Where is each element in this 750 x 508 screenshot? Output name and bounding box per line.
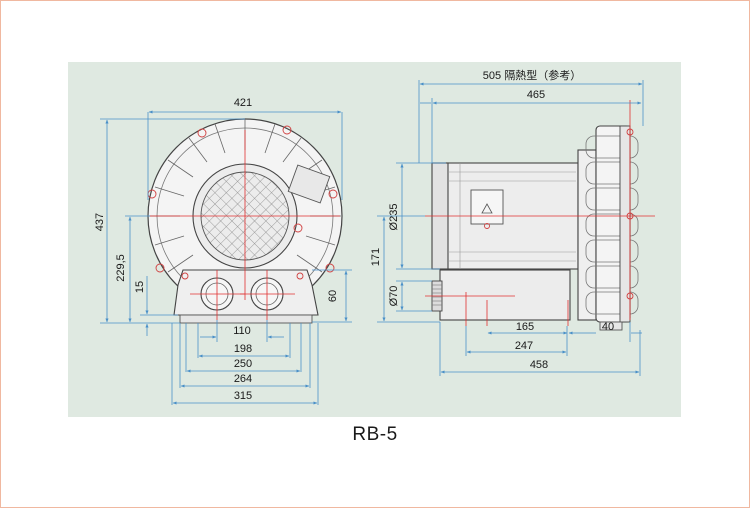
dim-40: 40: [602, 321, 614, 333]
center-lines: [150, 130, 340, 320]
dim-171: 171: [370, 248, 382, 266]
side-center-lines: [425, 100, 655, 326]
impeller-housing: [577, 149, 597, 321]
dim-dia-235: Ø235: [388, 204, 400, 231]
model-caption: RB-5: [352, 424, 398, 445]
front-dimension-lines: [100, 110, 352, 405]
warning-icon: [481, 203, 493, 214]
dim-250: 250: [234, 358, 252, 370]
base-plate: [179, 314, 313, 324]
dim-165: 165: [516, 321, 534, 333]
side-dimension-lines: [377, 80, 644, 376]
dim-505: 505 隔熱型（参考）: [483, 68, 581, 82]
dim-60: 60: [327, 290, 339, 302]
dim-247: 247: [515, 340, 533, 352]
port-flange: [173, 269, 319, 316]
nameplate: [470, 189, 504, 225]
side-view: [425, 100, 655, 331]
front-dimension-labels: 421 437 229,5 15 60 110 198 250 264 315: [94, 97, 339, 402]
dim-15: 15: [134, 281, 146, 293]
dim-421: 421: [234, 97, 252, 109]
dim-229-5: 229,5: [115, 254, 127, 282]
dim-264: 264: [234, 373, 252, 385]
dim-315: 315: [234, 390, 252, 402]
bolt-holes: [147, 125, 338, 273]
terminal-box: [287, 164, 331, 204]
dim-465: 465: [527, 89, 545, 101]
dim-198: 198: [234, 343, 252, 355]
side-dimension-labels: 505 隔熱型（参考） 465 Ø235 171 Ø70 165 40 247 …: [370, 68, 614, 371]
dim-437: 437: [94, 213, 106, 231]
front-view: [147, 118, 343, 324]
dim-458: 458: [530, 359, 548, 371]
dim-dia-70: Ø70: [388, 286, 400, 307]
blower-base: [439, 269, 571, 321]
dim-110: 110: [233, 325, 251, 337]
